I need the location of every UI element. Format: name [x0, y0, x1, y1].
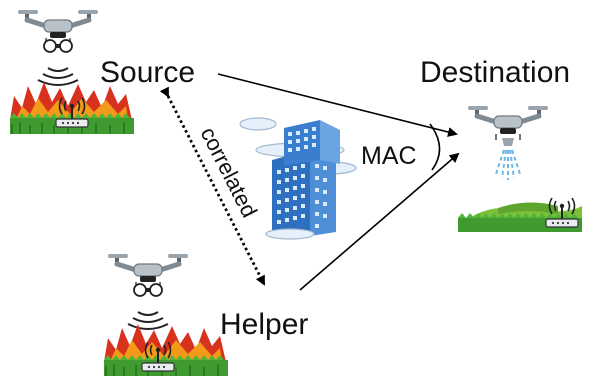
source-label: Source — [100, 56, 195, 89]
helper-drone-icon — [108, 254, 188, 330]
destination-grass-field-icon — [458, 197, 582, 232]
helper-label: Helper — [220, 308, 308, 341]
helper-signal-icon — [127, 311, 169, 330]
source-to-destination-arrow — [217, 73, 458, 137]
destination-label: Destination — [420, 56, 570, 89]
helper-to-destination-arrow — [299, 152, 460, 291]
helper-burning-field-icon — [103, 323, 229, 377]
mac-arc — [429, 123, 441, 171]
source-burning-field-icon — [9, 81, 135, 135]
destination-drone-icon — [468, 106, 548, 180]
skyscraper-icon — [239, 117, 357, 240]
correlated-arrow — [159, 86, 266, 286]
water-spray-icon — [495, 138, 521, 180]
mac-label: MAC — [361, 142, 417, 170]
source-drone-icon — [18, 10, 98, 86]
destination-wifi-icon — [545, 197, 579, 228]
